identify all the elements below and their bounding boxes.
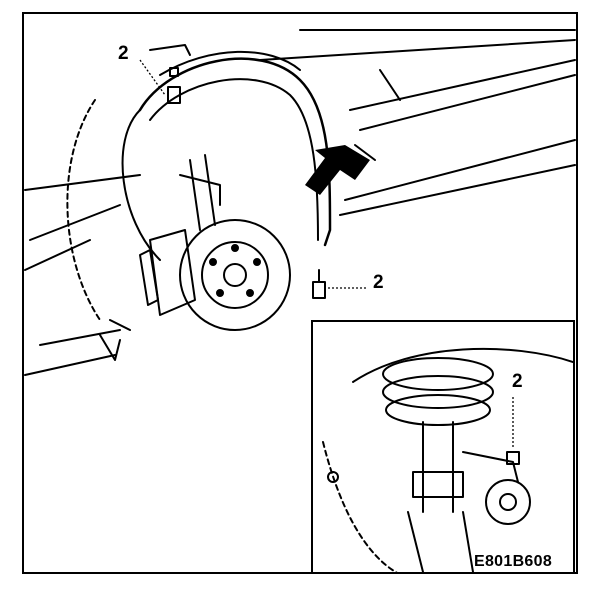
figure-code: E801B608 <box>474 553 553 570</box>
callout-label-right: 2 <box>373 272 384 293</box>
direction-arrow <box>305 145 370 195</box>
callout-label-inset: 2 <box>512 371 523 392</box>
detail-inset <box>311 320 575 574</box>
strut-detail-illustration <box>322 347 573 572</box>
callout-label-top: 2 <box>118 43 129 64</box>
